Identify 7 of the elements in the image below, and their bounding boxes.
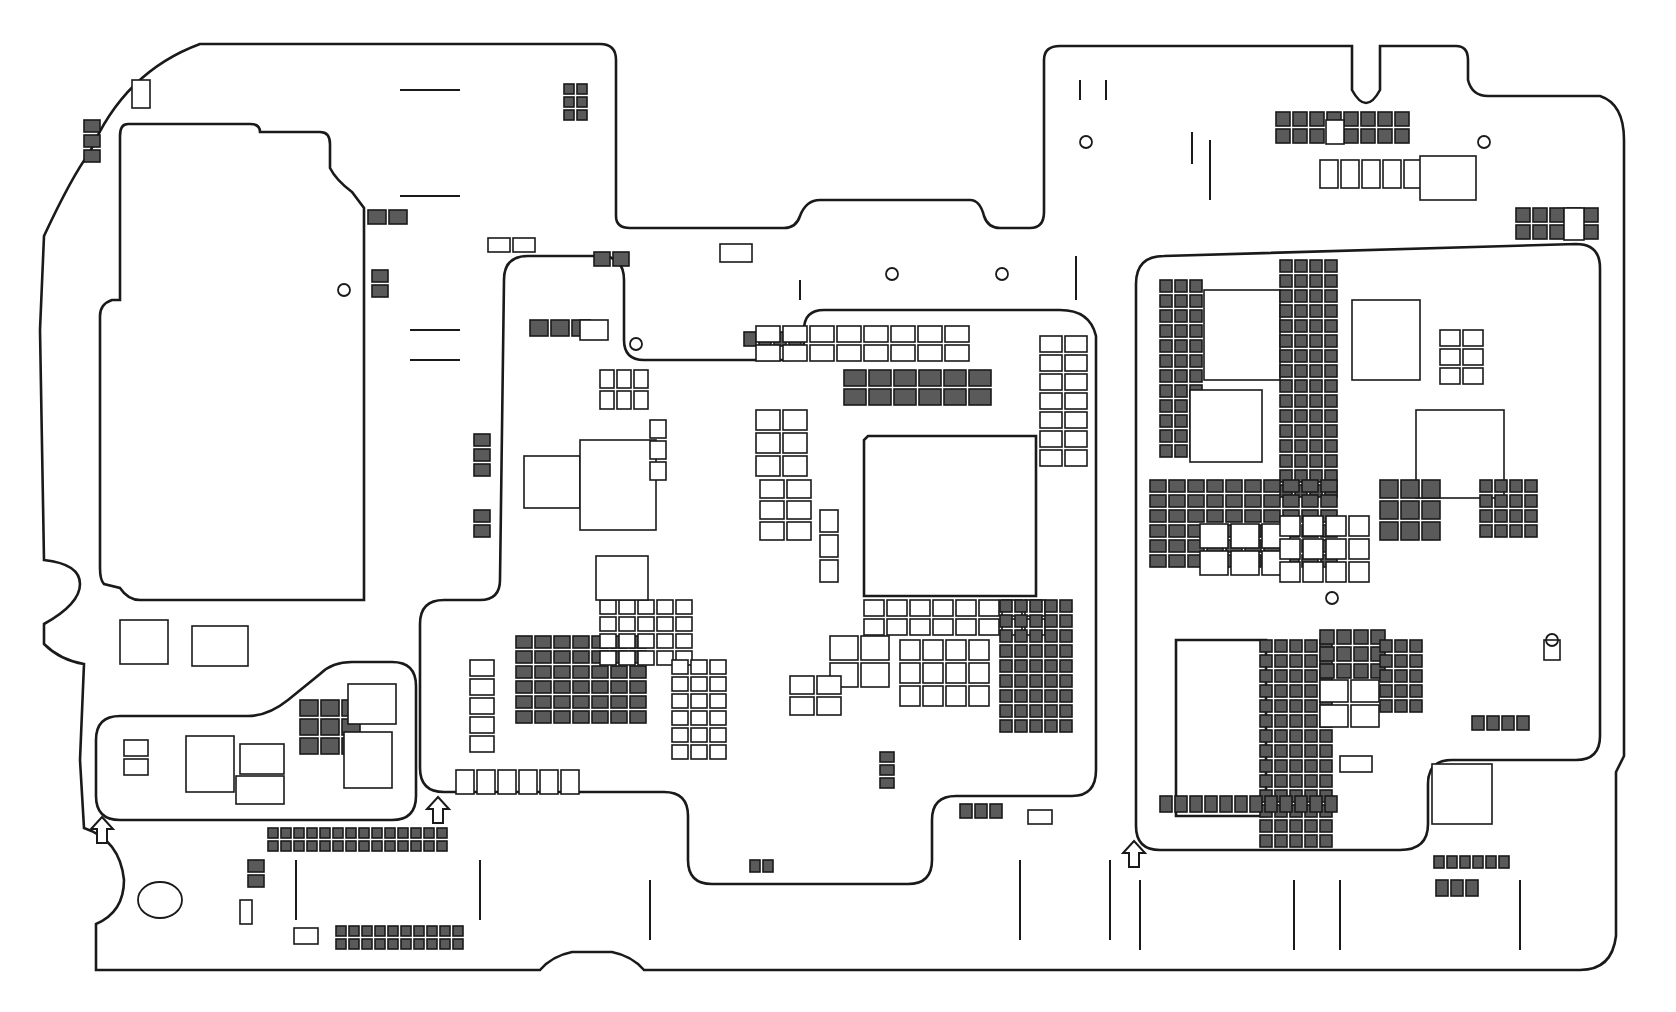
keep-out-area: [100, 124, 364, 600]
board-outline: [40, 44, 1624, 970]
shield-frame: [420, 256, 1096, 884]
chip-package: [1176, 640, 1266, 816]
shield-frame: [96, 662, 416, 820]
shield-frame: [1136, 244, 1600, 850]
chip-package: [864, 436, 1036, 596]
